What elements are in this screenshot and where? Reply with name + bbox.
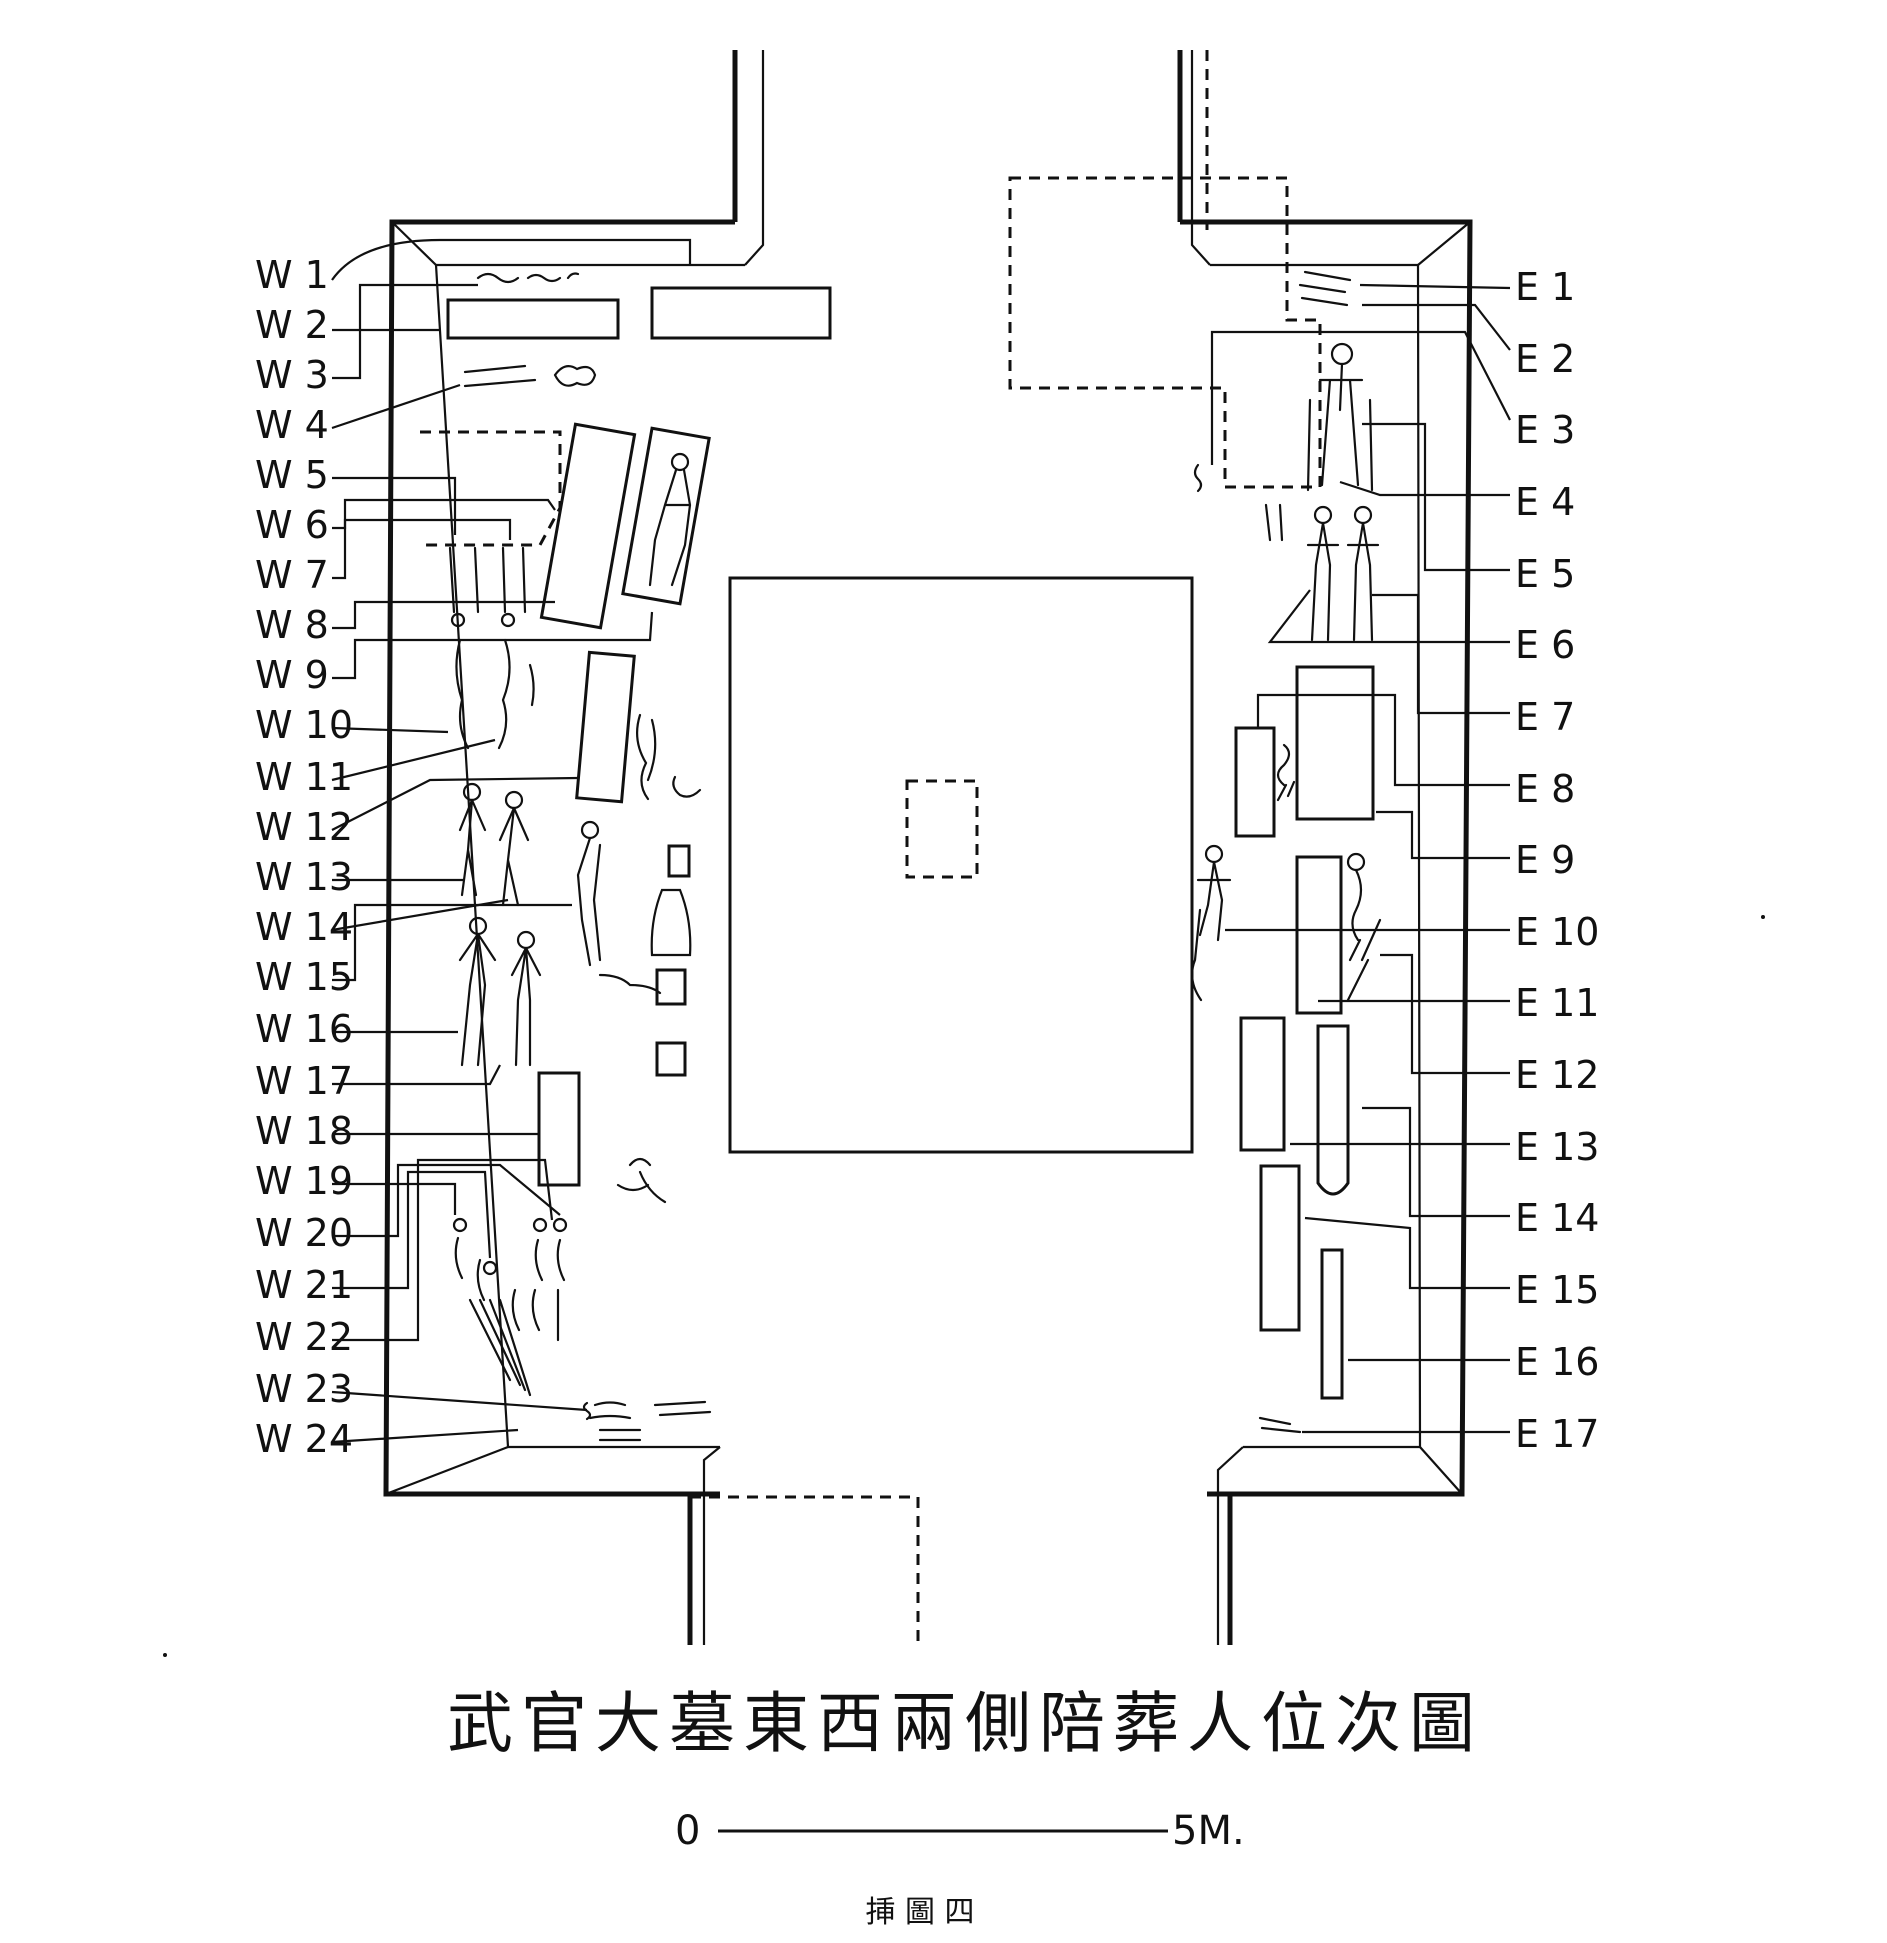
west-label-4: W 4 xyxy=(255,403,329,447)
west-label-12: W 12 xyxy=(255,805,353,849)
coffin-boxes xyxy=(446,286,1375,1400)
west-labels: W 1 W 2 W 3 W 4 W 5 W 6 W 7 W 8 W 9 W 10… xyxy=(255,253,353,1461)
speck xyxy=(163,1653,167,1657)
east-label-7: E 7 xyxy=(1515,695,1575,739)
west-label-18: W 18 xyxy=(255,1109,353,1153)
east-label-14: E 14 xyxy=(1515,1196,1599,1240)
scale-end-label: 5M. xyxy=(1172,1808,1245,1854)
east-label-11: E 11 xyxy=(1515,981,1599,1025)
west-leader-lines xyxy=(331,238,692,1444)
west-label-23: W 23 xyxy=(255,1367,353,1411)
west-label-22: W 22 xyxy=(255,1315,353,1359)
small-remains xyxy=(650,844,692,1077)
west-label-13: W 13 xyxy=(255,855,353,899)
figure-caption: 挿 圖 四 xyxy=(865,1895,974,1930)
west-label-11: W 11 xyxy=(255,755,353,799)
west-label-1: W 1 xyxy=(255,253,329,297)
east-skeletons xyxy=(1190,270,1382,1434)
west-label-6: W 6 xyxy=(255,503,329,547)
dashed-pits xyxy=(420,176,1322,547)
east-labels: E 1 E 2 E 3 E 4 E 5 E 6 E 7 E 8 E 9 E 10… xyxy=(1515,265,1599,1456)
west-label-21: W 21 xyxy=(255,1263,353,1307)
west-label-5: W 5 xyxy=(255,453,329,497)
figure-title: 武官大墓東西兩側陪葬人位次圖 xyxy=(447,1685,1483,1762)
east-label-15: E 15 xyxy=(1515,1268,1599,1312)
scale-bar: 0 5M. xyxy=(675,1808,1245,1854)
east-label-10: E 10 xyxy=(1515,910,1599,954)
west-label-15: W 15 xyxy=(255,955,353,999)
west-label-17: W 17 xyxy=(255,1059,353,1103)
west-label-8: W 8 xyxy=(255,603,329,647)
west-label-19: W 19 xyxy=(255,1159,353,1203)
tomb-outline xyxy=(383,50,1473,1645)
east-label-12: E 12 xyxy=(1515,1053,1599,1097)
west-label-14: W 14 xyxy=(255,905,353,949)
east-label-2: E 2 xyxy=(1515,337,1575,381)
east-label-9: E 9 xyxy=(1515,838,1575,882)
west-label-16: W 16 xyxy=(255,1007,353,1051)
east-leader-lines xyxy=(1210,283,1511,1434)
east-label-13: E 13 xyxy=(1515,1125,1599,1169)
west-label-2: W 2 xyxy=(255,303,329,347)
east-label-3: E 3 xyxy=(1515,408,1575,452)
west-label-24: W 24 xyxy=(255,1417,353,1461)
east-label-6: E 6 xyxy=(1515,623,1575,667)
west-skeletons xyxy=(448,272,712,1442)
east-label-16: E 16 xyxy=(1515,1340,1599,1384)
east-label-4: E 4 xyxy=(1515,480,1575,524)
west-label-7: W 7 xyxy=(255,553,329,597)
speck xyxy=(1761,915,1765,919)
east-label-17: E 17 xyxy=(1515,1412,1599,1456)
scale-start-label: 0 xyxy=(675,1808,700,1854)
west-label-10: W 10 xyxy=(255,703,353,747)
east-label-1: E 1 xyxy=(1515,265,1575,309)
east-label-5: E 5 xyxy=(1515,552,1575,596)
east-label-8: E 8 xyxy=(1515,767,1575,811)
west-label-3: W 3 xyxy=(255,353,329,397)
central-chamber xyxy=(728,576,1194,1154)
west-label-20: W 20 xyxy=(255,1211,353,1255)
west-label-9: W 9 xyxy=(255,653,329,697)
